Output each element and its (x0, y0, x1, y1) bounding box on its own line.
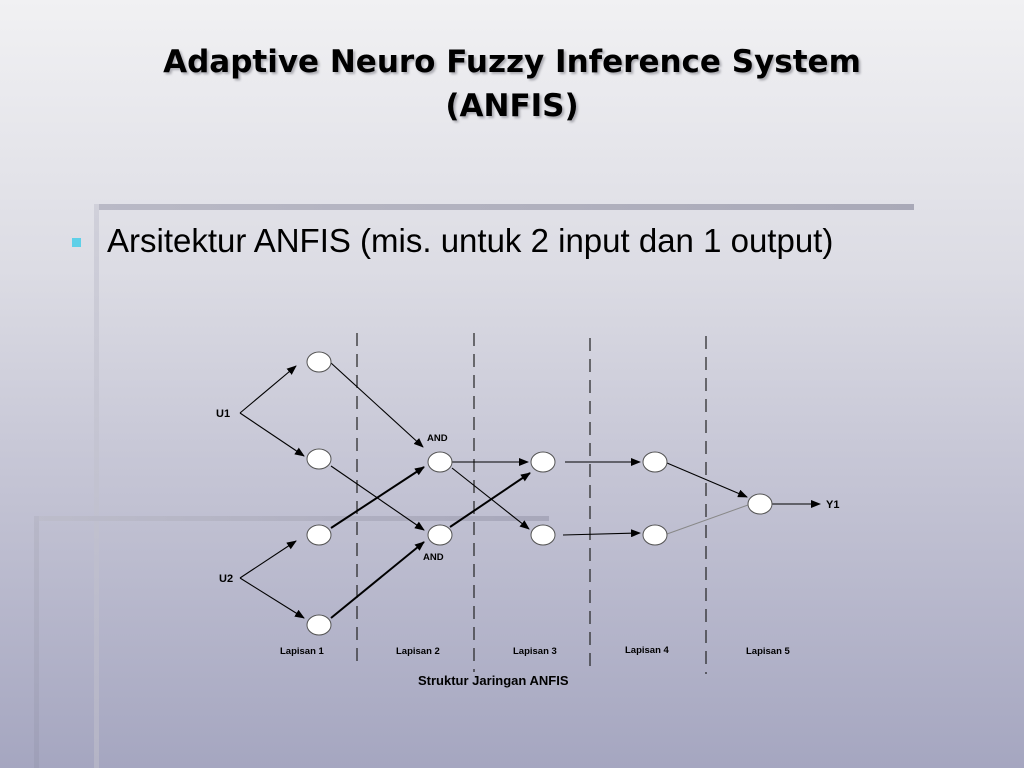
layer-label-4: Lapisan 4 (625, 645, 670, 656)
and-label-top: AND (427, 433, 448, 444)
edge-u1-a2 (239, 412, 305, 457)
bullet-item: Arsitektur ANFIS (mis. untuk 2 input dan… (72, 222, 833, 260)
layer-separators (356, 333, 707, 674)
square-bullet-icon (72, 237, 81, 247)
edge-c2-sum (666, 504, 749, 535)
layer-label-3: Lapisan 3 (513, 646, 557, 657)
edge-b2-and2 (330, 541, 425, 619)
decorative-bar-top (94, 204, 914, 210)
layer-label-5: Lapisan 5 (746, 646, 791, 657)
diagram-caption: Struktur Jaringan ANFIS (418, 673, 569, 688)
layer1-node-b1 (306, 524, 332, 546)
decorative-bar-middle (34, 516, 549, 521)
connections (239, 362, 821, 619)
slide-title-line-1: Adaptive Neuro Fuzzy Inference System (163, 44, 861, 80)
slide-title-line-2: (ANFIS) (445, 88, 579, 124)
layer4-node-2 (642, 524, 668, 546)
edge-u1-a1 (239, 365, 297, 414)
edge-c1-sum (666, 462, 748, 498)
nodes (306, 351, 773, 636)
layer-label-2: Lapisan 2 (396, 646, 440, 657)
edge-n2-c2 (562, 529, 641, 538)
layer2-node-and2 (427, 524, 453, 546)
edge-a1-and1 (330, 362, 424, 448)
layer-label-1: Lapisan 1 (280, 646, 325, 657)
layer1-node-a1 (306, 351, 332, 373)
layer1-node-a2 (306, 448, 332, 470)
slide-title: Adaptive Neuro Fuzzy Inference System (A… (0, 40, 1024, 128)
layer3-node-2 (530, 524, 556, 546)
input-label-u2: U2 (219, 573, 233, 585)
layer2-node-and1 (427, 451, 453, 473)
edge-u2-b1 (239, 540, 297, 579)
edge-u2-b2 (239, 577, 305, 619)
layer4-node-1 (642, 451, 668, 473)
edge-and2-n1 (449, 472, 531, 528)
edge-b1-and1 (330, 466, 425, 529)
layer3-node-1 (530, 451, 556, 473)
decorative-bar-left (94, 204, 99, 768)
decorative-bar-left-lower (34, 516, 39, 768)
output-label-y1: Y1 (826, 499, 839, 511)
bullet-text: Arsitektur ANFIS (mis. untuk 2 input dan… (107, 222, 834, 259)
layer1-node-b2 (306, 614, 332, 636)
and-label-bottom: AND (423, 552, 444, 563)
input-label-u1: U1 (216, 408, 230, 420)
layer5-node-output (747, 493, 773, 515)
diagram-labels: U1 U2 Y1 AND AND Lapisan 1 Lapisan 2 Lap… (216, 408, 839, 688)
